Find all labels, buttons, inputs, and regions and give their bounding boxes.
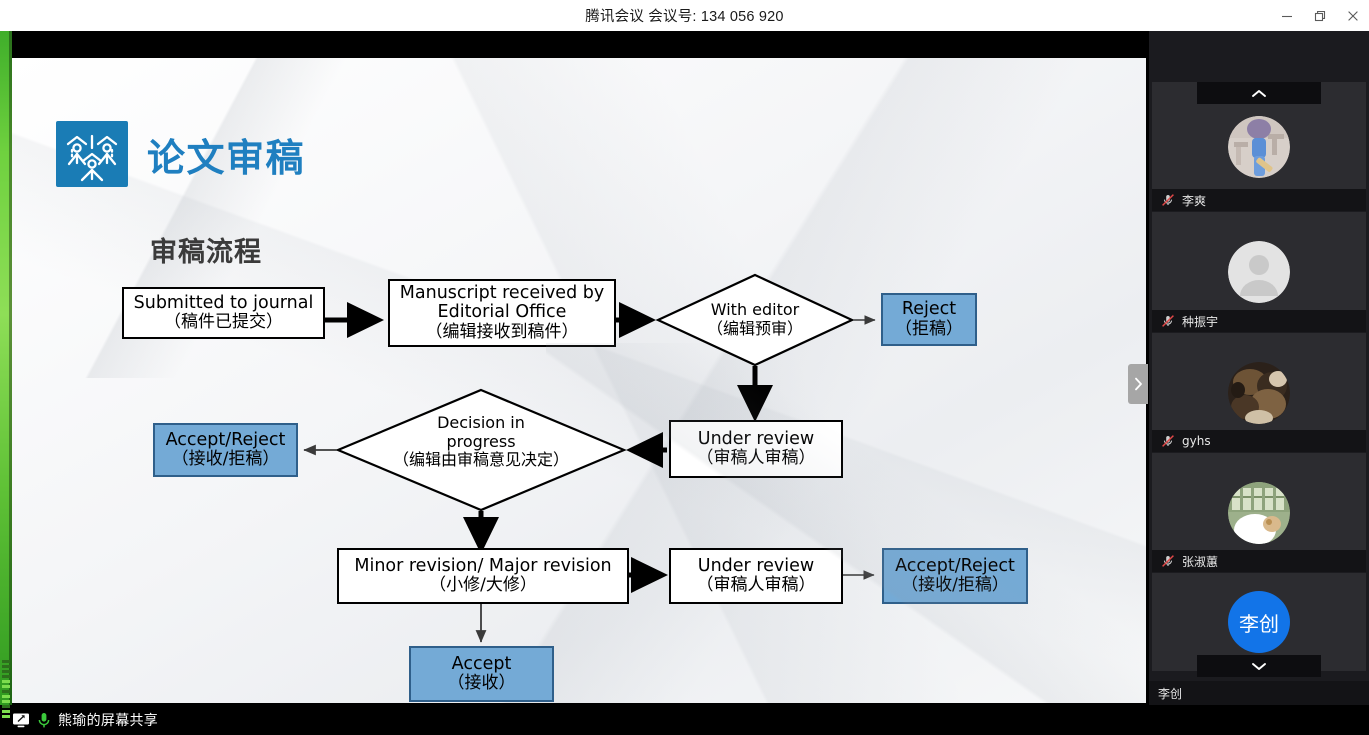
participant-video: 李创 — [1152, 573, 1366, 671]
participant-tile[interactable]: gyhs — [1152, 333, 1366, 452]
microphone-muted-icon — [1161, 193, 1175, 207]
flow-node-submitted: Submitted to journal （稿件已提交） — [122, 287, 325, 339]
microphone-muted-icon — [1161, 554, 1175, 568]
screen-share-border — [0, 31, 12, 705]
participant-name: 李爽 — [1182, 193, 1207, 208]
participant-namebar: gyhs — [1152, 430, 1366, 452]
flow-node-accept: Accept （接收） — [409, 646, 554, 702]
rail-scroll-down-button[interactable] — [1197, 655, 1321, 677]
chevron-right-icon — [1134, 377, 1142, 391]
flow-node-reject: Reject （拒稿） — [881, 293, 977, 346]
flow-node-decision-in-progress: Decision in progress （编辑由审稿意见决定） — [392, 412, 569, 470]
share-status-label: 熊瑜的屏幕共享 — [58, 713, 159, 729]
participant-namebar: 种振宇 — [1152, 310, 1366, 332]
slide-title: 论文审稿 — [147, 135, 306, 180]
avatar — [1228, 481, 1290, 544]
close-button[interactable] — [1336, 0, 1369, 31]
status-bar: 熊瑜的屏幕共享 — [0, 705, 1369, 735]
panel-collapse-handle[interactable] — [1128, 364, 1148, 404]
chevron-down-icon — [1252, 662, 1266, 670]
participant-namebar: 李爽 — [1152, 189, 1366, 211]
flow-node-minor-major-revision: Minor revision/ Major revision （小修/大修） — [337, 548, 629, 604]
self-name-strip: 李创 — [1149, 681, 1369, 705]
microphone-icon[interactable] — [37, 712, 51, 729]
flow-node-with-editor: With editor （编辑预审） — [706, 300, 803, 338]
microphone-muted-icon — [1161, 314, 1175, 328]
participant-namebar: 张淑蕙 — [1152, 550, 1366, 572]
presentation-slide: 论文审稿 审稿流程 — [12, 58, 1146, 703]
audio-level-indicator — [0, 660, 12, 735]
slide-header: 论文审稿 — [56, 121, 305, 187]
restore-button[interactable] — [1303, 0, 1336, 31]
avatar — [1228, 115, 1290, 178]
flow-node-manuscript-received: Manuscript received by Editorial Office … — [388, 279, 616, 347]
participant-name: 张淑蕙 — [1182, 554, 1219, 569]
participant-tile[interactable]: 种振宇 — [1152, 212, 1366, 332]
avatar-initials: 李创 — [1228, 591, 1290, 653]
title-bar: 腾讯会议 会议号: 134 056 920 — [0, 0, 1369, 31]
self-name: 李创 — [1158, 686, 1183, 701]
participants-rail: 李爽 — [1149, 31, 1369, 705]
avatar — [1228, 361, 1290, 424]
chevron-up-icon — [1252, 89, 1266, 97]
flow-node-under-review-1: Under review （审稿人审稿） — [669, 420, 843, 478]
flow-node-accept-reject-2: Accept/Reject （接收/拒稿） — [882, 548, 1028, 604]
slide-subtitle: 审稿流程 — [150, 237, 262, 268]
rail-scroll-up-button[interactable] — [1197, 82, 1321, 104]
flowchart-connectors — [303, 273, 876, 643]
shared-screen-stage: 论文审稿 审稿流程 — [12, 31, 1148, 705]
meeting-title: 腾讯会议 会议号: 134 056 920 — [585, 9, 784, 25]
avatar — [1228, 241, 1290, 303]
participant-tile-self[interactable]: 李创 — [1152, 573, 1366, 671]
graduates-logo-icon — [56, 121, 128, 187]
participant-name: 种振宇 — [1182, 314, 1219, 329]
review-process-flowchart: Submitted to journal （稿件已提交） Manuscript … — [12, 58, 1146, 703]
window-controls — [1270, 0, 1369, 31]
flow-node-under-review-2: Under review （审稿人审稿） — [669, 548, 843, 604]
minimize-button[interactable] — [1270, 0, 1303, 31]
flow-node-accept-reject-1: Accept/Reject （接收/拒稿） — [153, 423, 298, 477]
screen-share-icon[interactable] — [12, 712, 30, 728]
microphone-muted-icon — [1161, 434, 1175, 448]
participant-name: gyhs — [1182, 434, 1211, 448]
participant-tile[interactable]: 张淑蕙 — [1152, 453, 1366, 572]
